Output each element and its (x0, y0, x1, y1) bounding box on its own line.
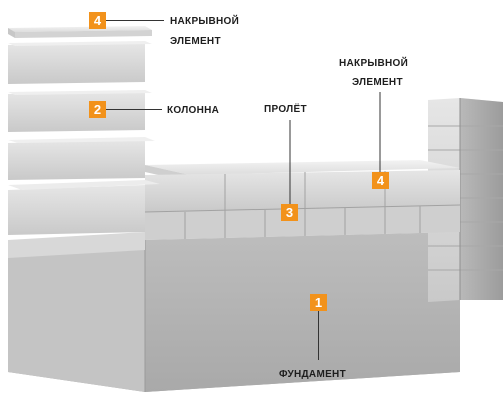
column-label: КОЛОННА (167, 105, 219, 116)
callout-span: ПРОЛЁТ 3 (264, 102, 307, 221)
left-column (8, 26, 160, 258)
callout-cap-right: НАКРЫВНОЙ ЭЛЕМЕНТ 4 (339, 56, 408, 189)
cap-label-line2: ЭЛЕМЕНТ (170, 36, 221, 47)
callout-foundation: 1 ФУНДАМЕНТ (279, 294, 346, 380)
cap-right-label-line1: НАКРЫВНОЙ (339, 56, 408, 69)
badge-2 (89, 101, 106, 118)
foundation (8, 232, 460, 392)
right-column (428, 98, 503, 302)
badge-number: 1 (315, 295, 322, 310)
badge-4-right (372, 172, 389, 189)
badge-number: 4 (94, 13, 102, 28)
callout-cap-left: 4 НАКРЫВНОЙ ЭЛЕМЕНТ (89, 12, 239, 47)
span-wall (144, 160, 461, 240)
badge-number: 2 (94, 102, 101, 117)
span-label: ПРОЛЁТ (264, 102, 307, 115)
badge-3 (281, 204, 298, 221)
cap-right-label-line2: ЭЛЕМЕНТ (352, 77, 403, 88)
badge-number: 3 (286, 205, 293, 220)
foundation-label: ФУНДАМЕНТ (279, 369, 346, 380)
badge-number: 4 (377, 173, 385, 188)
callout-column: 2 КОЛОННА (89, 101, 219, 118)
badge-1 (310, 294, 327, 311)
badge-4-left (89, 12, 106, 29)
cap-label-line1: НАКРЫВНОЙ (170, 14, 239, 27)
